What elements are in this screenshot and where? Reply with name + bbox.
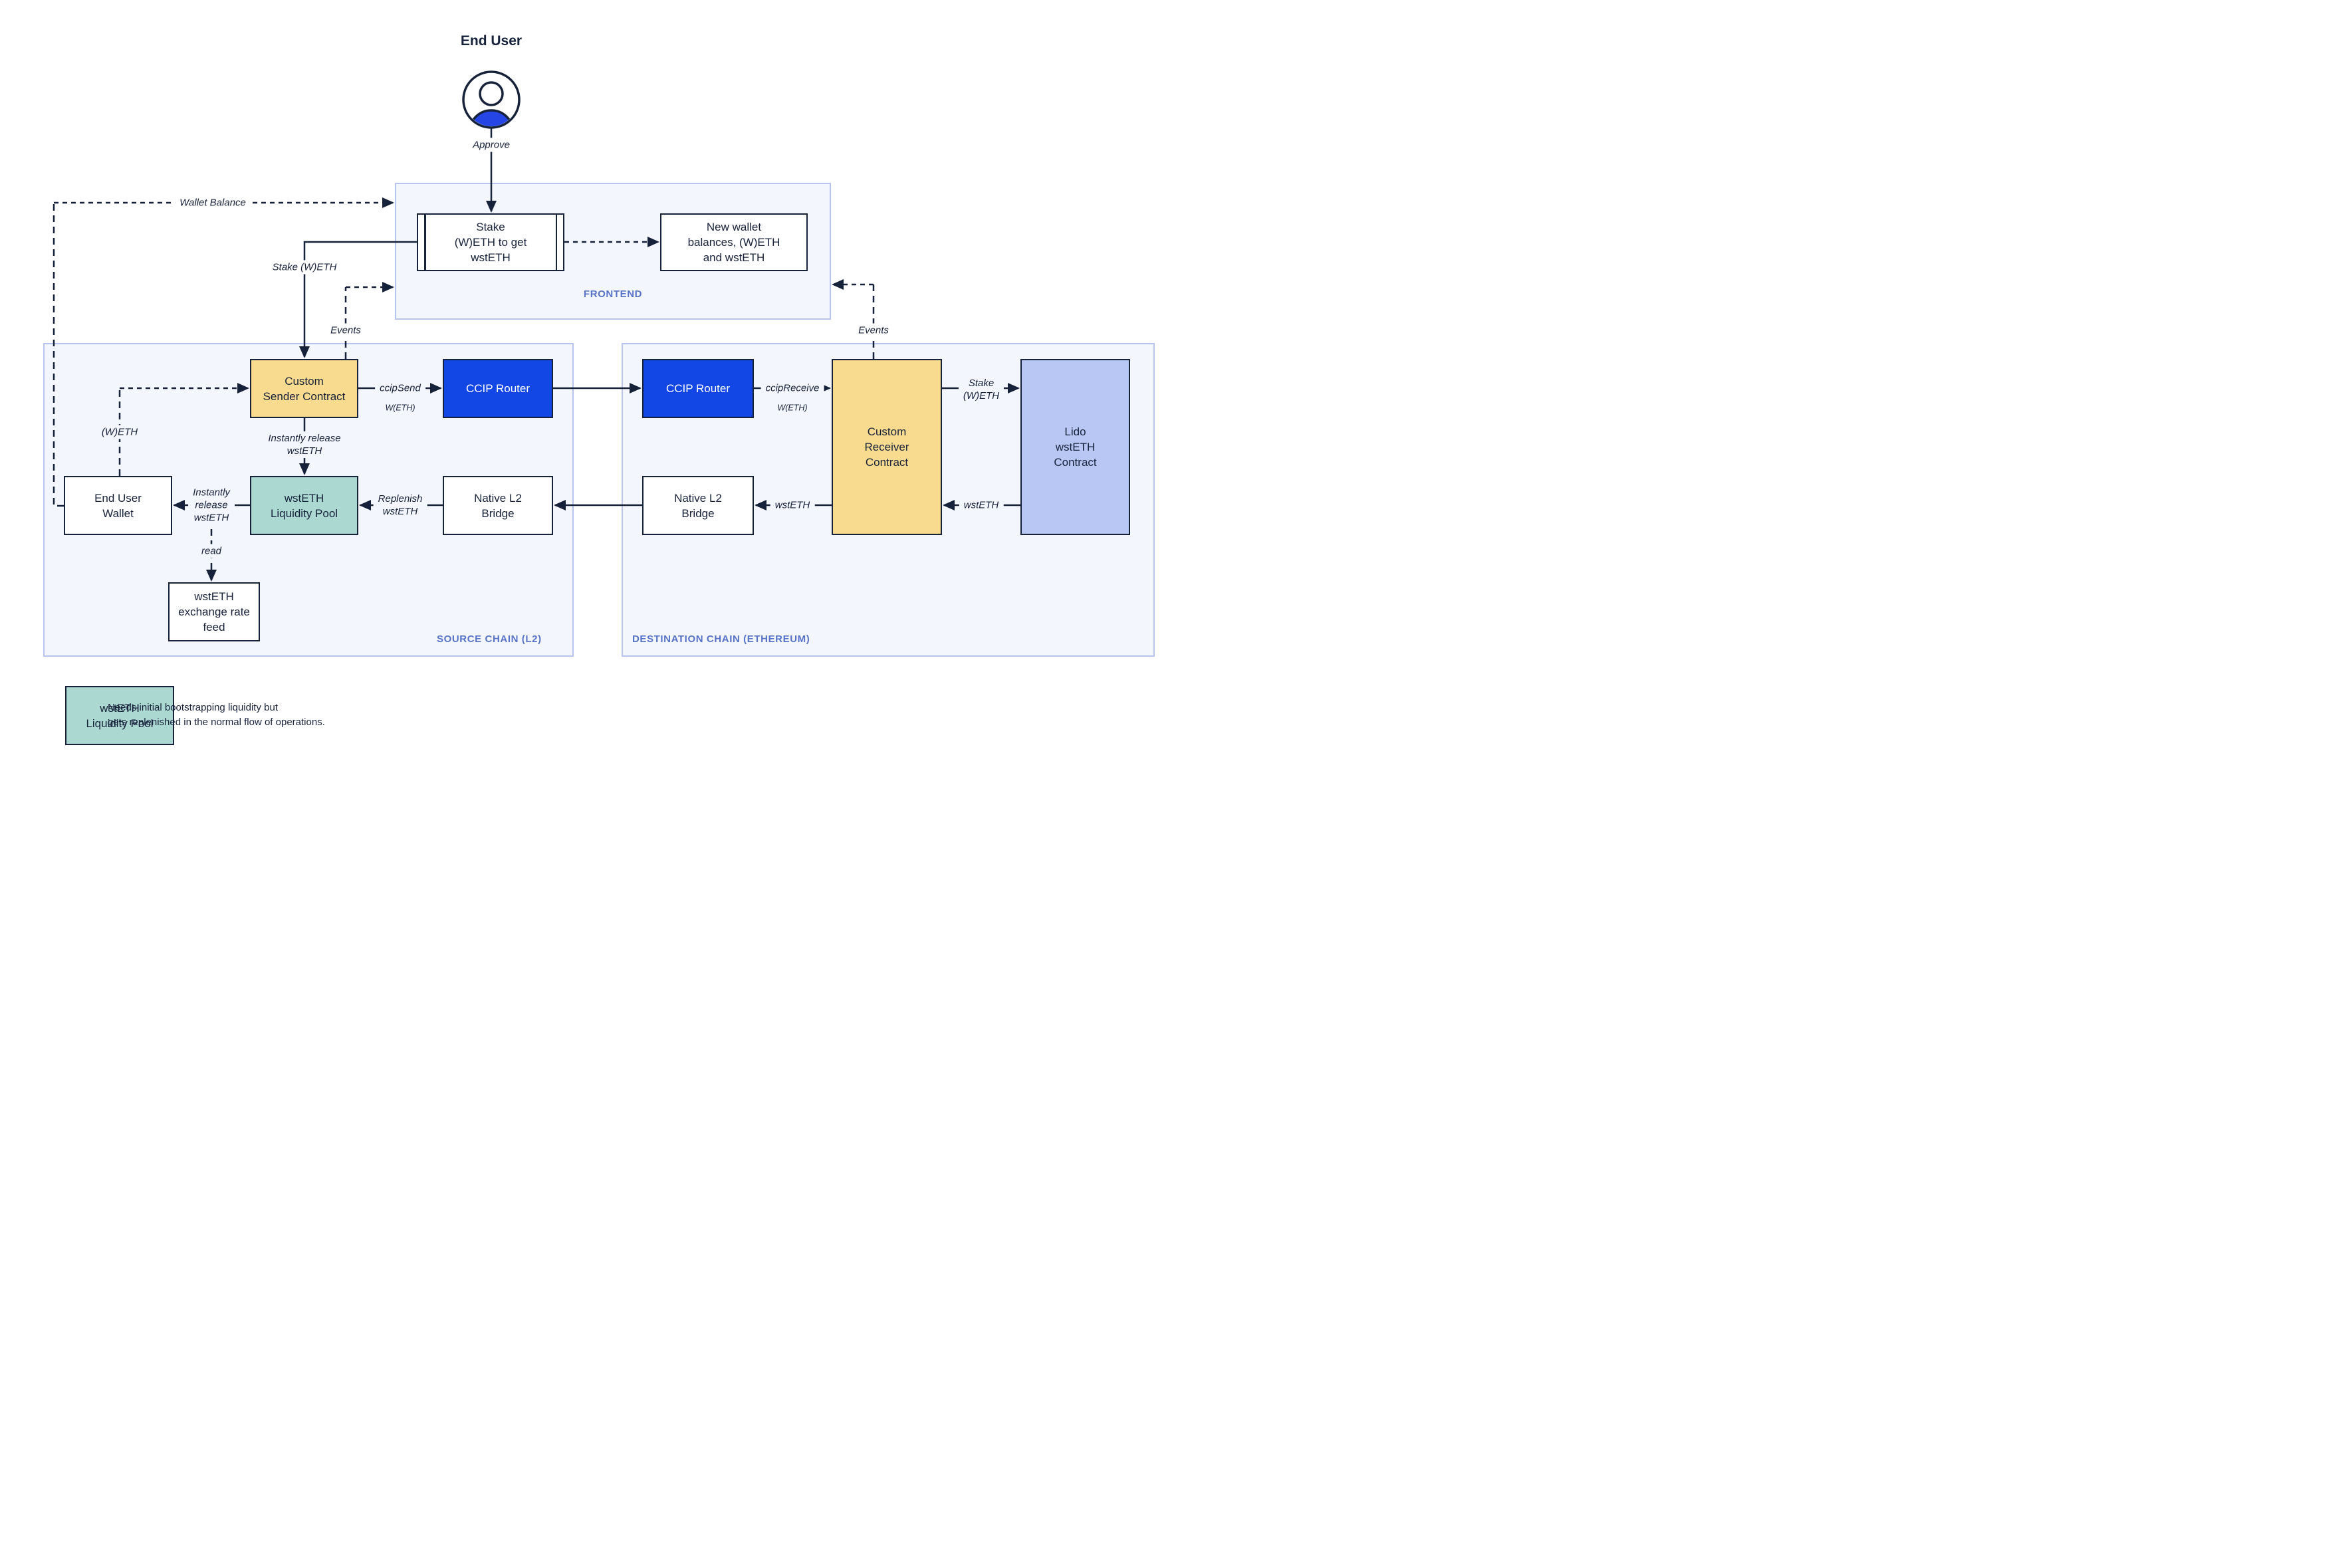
custom-sender-contract-box: Custom Sender Contract (250, 359, 358, 418)
instantly-release-wallet-label: Instantly release wstETH (188, 485, 235, 525)
wsteth-right-label: wstETH (959, 498, 1004, 512)
wallet-balance-label: Wallet Balance (175, 195, 251, 210)
frontend-label: FRONTEND (583, 288, 643, 300)
ccipreceive-label: ccipReceive (761, 381, 824, 395)
events-right-label: Events (854, 323, 893, 338)
native-l2-bridge-destination-box: Native L2 Bridge (642, 476, 754, 535)
stake-box: Stake (W)ETH to get wstETH (417, 213, 564, 271)
destination-chain-label: DESTINATION CHAIN (ETHEREUM) (632, 633, 810, 645)
wsteth-mid-label: wstETH (770, 498, 815, 512)
events-left-label: Events (326, 323, 366, 338)
diagram-canvas: FRONTEND SOURCE CHAIN (L2) DESTINATION C… (0, 0, 1174, 784)
replenish-label: Replenish wstETH (373, 492, 427, 518)
lido-wsteth-contract-box: Lido wstETH Contract (1020, 359, 1130, 535)
ccipsend-label: ccipSend (375, 381, 425, 395)
read-label: read (196, 544, 227, 558)
stake-weth-left-label: Stake (W)ETH (267, 260, 342, 275)
legend-liquidity-pool-box: wstETH Liquidity Pool (65, 686, 174, 745)
weth-label: (W)ETH (96, 425, 143, 439)
exchange-rate-feed-box: wstETH exchange rate feed (168, 582, 260, 641)
connector-layer (53, 70, 1020, 582)
legend-note: Needs initial bootstrapping liquidity bu… (108, 702, 325, 728)
ccipreceive-weth-label: W(ETH) (777, 403, 808, 413)
approve-label: Approve (468, 138, 515, 152)
dashed-wallet-balance-vertical (53, 203, 64, 507)
liquidity-pool-box: wstETH Liquidity Pool (250, 476, 358, 535)
native-l2-bridge-source-box: Native L2 Bridge (443, 476, 553, 535)
custom-receiver-contract-box: Custom Receiver Contract (832, 359, 942, 535)
end-user-wallet-box: End User Wallet (64, 476, 172, 535)
end-user-title: End User (460, 33, 523, 49)
instantly-release-label: Instantly release wstETH (263, 431, 346, 458)
ccip-router-source-box: CCIP Router (443, 359, 553, 418)
stake-weth-right-label: Stake (W)ETH (958, 376, 1004, 403)
ccipsend-weth-label: W(ETH) (385, 403, 415, 413)
new-wallet-box: New wallet balances, (W)ETH and wstETH (660, 213, 808, 271)
ccip-router-destination-box: CCIP Router (642, 359, 754, 418)
arrow-stake-weth-to-sender (299, 241, 417, 358)
end-user-avatar-icon (462, 70, 521, 129)
source-chain-label: SOURCE CHAIN (L2) (437, 633, 542, 645)
